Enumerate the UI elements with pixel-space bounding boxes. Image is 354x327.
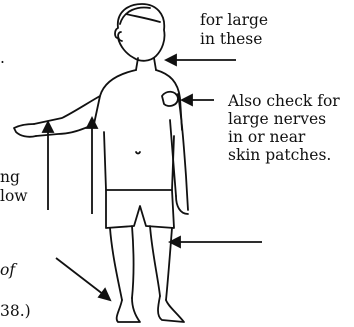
ear — [118, 32, 122, 41]
navel — [136, 152, 140, 154]
right-note-line-3: in or near — [228, 129, 305, 146]
skin-patch — [162, 92, 178, 106]
left-text-line-1: for large — [200, 12, 268, 29]
left-text-line-4: ng — [0, 169, 20, 186]
elbow-arrowhead — [182, 95, 192, 105]
wrist-arrowhead — [43, 122, 53, 132]
left-text-line-6: of — [0, 262, 15, 279]
torso — [94, 70, 182, 190]
neck-arrowhead — [166, 55, 176, 65]
legs — [110, 226, 172, 300]
left-text-line-5: low — [0, 188, 28, 205]
ankle-arrowhead — [99, 289, 110, 300]
left-text-line-7: 38.) — [0, 303, 31, 320]
hand — [14, 124, 36, 137]
right-note-line-2: large nerves — [228, 111, 326, 128]
left-text-line-3: . — [0, 50, 5, 67]
shorts — [106, 190, 174, 228]
hair — [120, 8, 160, 24]
ankle-arrow — [56, 258, 108, 298]
right-note-line-4: skin patches. — [228, 147, 331, 164]
hanging-hand — [176, 196, 188, 214]
head — [115, 4, 165, 61]
left-foot — [117, 298, 140, 322]
left-text-line-2: in these — [200, 31, 262, 48]
right-foot — [158, 296, 184, 322]
right-note-line-1: Also check for — [228, 93, 340, 110]
